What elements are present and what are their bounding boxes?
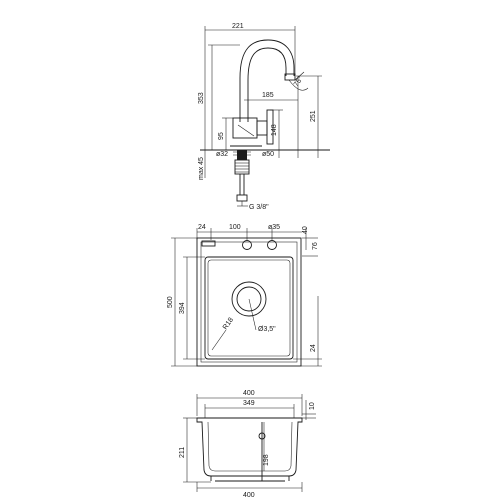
sink-bowl: [204, 256, 294, 360]
sink-section-outline: [196, 417, 303, 477]
dim-spout-reach: 221: [232, 23, 244, 30]
dim-base-diameter: ø50: [262, 151, 274, 158]
dim-max-thickness: max 45: [198, 157, 205, 180]
drain-inner: [236, 286, 262, 312]
dim-hose-diameter: ø32: [216, 151, 228, 158]
dim-top-width: 400: [243, 390, 255, 397]
dim-bottom-offset: 24: [310, 344, 317, 352]
sink-section-view: 400 349 10 211 198 400: [179, 390, 316, 499]
dim-overall-height: 500: [167, 296, 174, 308]
faucet-view: 221 353 75° 185 251 148 95: [198, 23, 330, 211]
dim-bowl-width: 349: [243, 400, 255, 407]
dim-drain: Ø3,5": [258, 326, 276, 333]
dim-radius: R18: [222, 317, 235, 332]
dim-hole-spacing: 100: [229, 224, 241, 231]
sink-top-view: 24 100 ø35 40 76 Ø3,5" R18 500: [167, 224, 322, 367]
dim-depth: 211: [179, 447, 186, 458]
dim-edge-top: 40: [302, 226, 309, 234]
dim-rim-depth: 76: [312, 242, 319, 250]
dim-connector: G 3/8": [249, 204, 269, 211]
tap-hole-right: [267, 240, 277, 250]
dim-body-height: 148: [271, 124, 278, 136]
dim-spout-height: 251: [310, 110, 317, 122]
dim-lever-height: 95: [218, 132, 225, 140]
dim-lever-reach: 185: [262, 92, 274, 99]
dim-rim: 10: [309, 402, 316, 410]
dim-holes-offset: 24: [198, 224, 206, 231]
tap-hole-left: [242, 240, 252, 250]
dim-tap-hole: ø35: [268, 224, 280, 231]
dim-bowl-depth: 198: [263, 454, 270, 466]
dim-bottom-width: 400: [243, 492, 255, 499]
sink-outline: [196, 237, 302, 367]
dim-height: 353: [198, 92, 205, 104]
dim-bowl-height: 394: [179, 302, 186, 314]
drain-outer: [231, 281, 267, 317]
